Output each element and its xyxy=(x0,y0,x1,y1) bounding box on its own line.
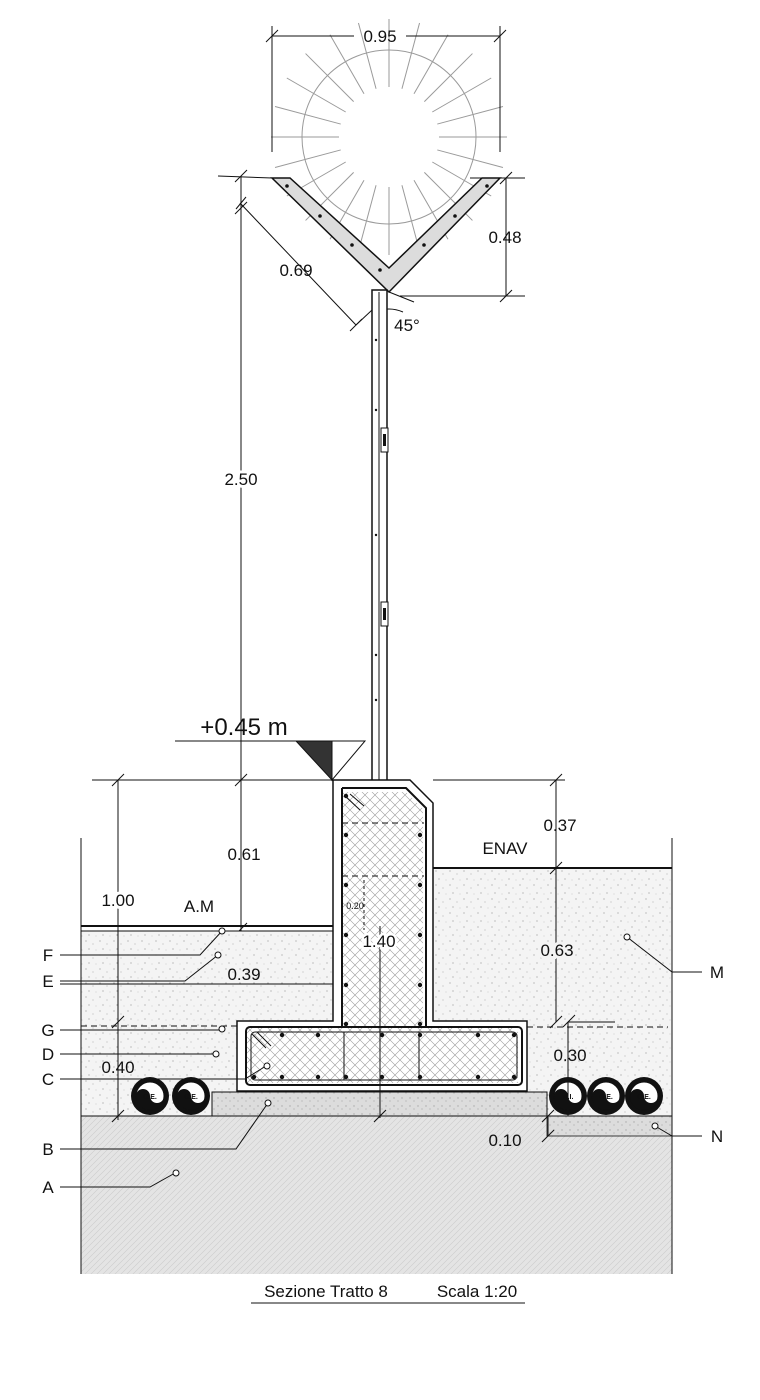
dim-095: 0.95 xyxy=(265,26,507,152)
dim-063-text: 0.63 xyxy=(540,941,573,960)
cable-ce-1: C.E. xyxy=(131,1077,169,1115)
dim-095-text: 0.95 xyxy=(363,27,396,46)
elevation-text: +0.45 m xyxy=(200,714,287,741)
angle-45: 45° xyxy=(374,291,420,335)
foundation xyxy=(236,779,528,1092)
label-n: N xyxy=(711,1127,723,1146)
cables: C.E. C.E. A.I. C.E. C.E. xyxy=(131,1077,663,1115)
angle-45-text: 45° xyxy=(394,316,420,335)
dim-048: 0.48 xyxy=(400,171,525,303)
label-e: E xyxy=(42,972,53,991)
sign-head xyxy=(270,19,507,294)
sign-ray xyxy=(432,77,492,113)
svg-text:C.E.: C.E. xyxy=(184,1094,198,1101)
sign-ray xyxy=(401,185,421,252)
drawing-title: Sezione Tratto 8 Scala 1:20 xyxy=(251,1282,525,1304)
dim-250-text: 2.50 xyxy=(224,470,257,489)
dim-left: 1.00 0.61 0.39 0.40 A.M xyxy=(92,773,333,1123)
dim-040-text: 0.40 xyxy=(101,1058,134,1077)
dim-048-text: 0.48 xyxy=(488,228,521,247)
sign-ray xyxy=(357,22,377,89)
elevation-mark: +0.45 m xyxy=(175,714,367,782)
dim-039-text: 0.39 xyxy=(227,965,260,984)
zone-right-text: ENAV xyxy=(482,839,528,858)
sign-ray xyxy=(329,34,365,94)
sign-ray xyxy=(357,185,377,252)
sign-rays xyxy=(271,19,507,255)
label-d: D xyxy=(42,1045,54,1064)
svg-text:C.E.: C.E. xyxy=(599,1094,613,1101)
sign-ray xyxy=(286,77,346,113)
scale-text: Scala 1:20 xyxy=(437,1282,517,1301)
dim-right: 0.37 0.63 0.30 0.10 ENAV xyxy=(433,773,615,1150)
sign-ray xyxy=(274,105,341,125)
dim-061-text: 0.61 xyxy=(227,845,260,864)
dim-140-text: 1.40 xyxy=(362,932,395,951)
layer-m-fill xyxy=(428,868,672,1026)
sign-ray xyxy=(437,105,504,125)
dim-100-text: 1.00 xyxy=(101,891,134,910)
dim-010-text: 0.10 xyxy=(488,1131,521,1150)
dim-069: 0.69 xyxy=(217,175,387,332)
label-b: B xyxy=(42,1140,53,1159)
leader-labels: F E G D C B A M N xyxy=(41,927,724,1197)
zone-left-text: A.M xyxy=(184,897,214,916)
cable-ce-2: C.E. xyxy=(172,1077,210,1115)
dim-069-text: 0.69 xyxy=(279,261,312,280)
sign-ray xyxy=(437,149,504,169)
label-m: M xyxy=(710,963,724,982)
title-text: Sezione Tratto 8 xyxy=(264,1282,388,1301)
dim-inner: 0.20 1.40 xyxy=(346,880,398,1123)
sign-ray xyxy=(424,53,473,102)
sign-ray xyxy=(274,149,341,169)
cable-ce-4: C.E. xyxy=(625,1077,663,1115)
sign-ray xyxy=(305,53,354,102)
svg-text:C.E.: C.E. xyxy=(143,1094,157,1101)
svg-text:C.E.: C.E. xyxy=(637,1094,651,1101)
label-g: G xyxy=(41,1021,54,1040)
sign-ray xyxy=(413,34,449,94)
cable-ce-3: C.E. xyxy=(587,1077,625,1115)
layer-a-soil xyxy=(81,1116,672,1274)
layer-e-fill xyxy=(81,931,333,1021)
dim-020-text: 0.20 xyxy=(346,901,364,911)
dim-030-text: 0.30 xyxy=(553,1046,586,1065)
label-c: C xyxy=(42,1070,54,1089)
label-f: F xyxy=(43,946,53,965)
label-a: A xyxy=(42,1178,54,1197)
dim-037-text: 0.37 xyxy=(543,816,576,835)
sign-ray xyxy=(401,22,421,89)
